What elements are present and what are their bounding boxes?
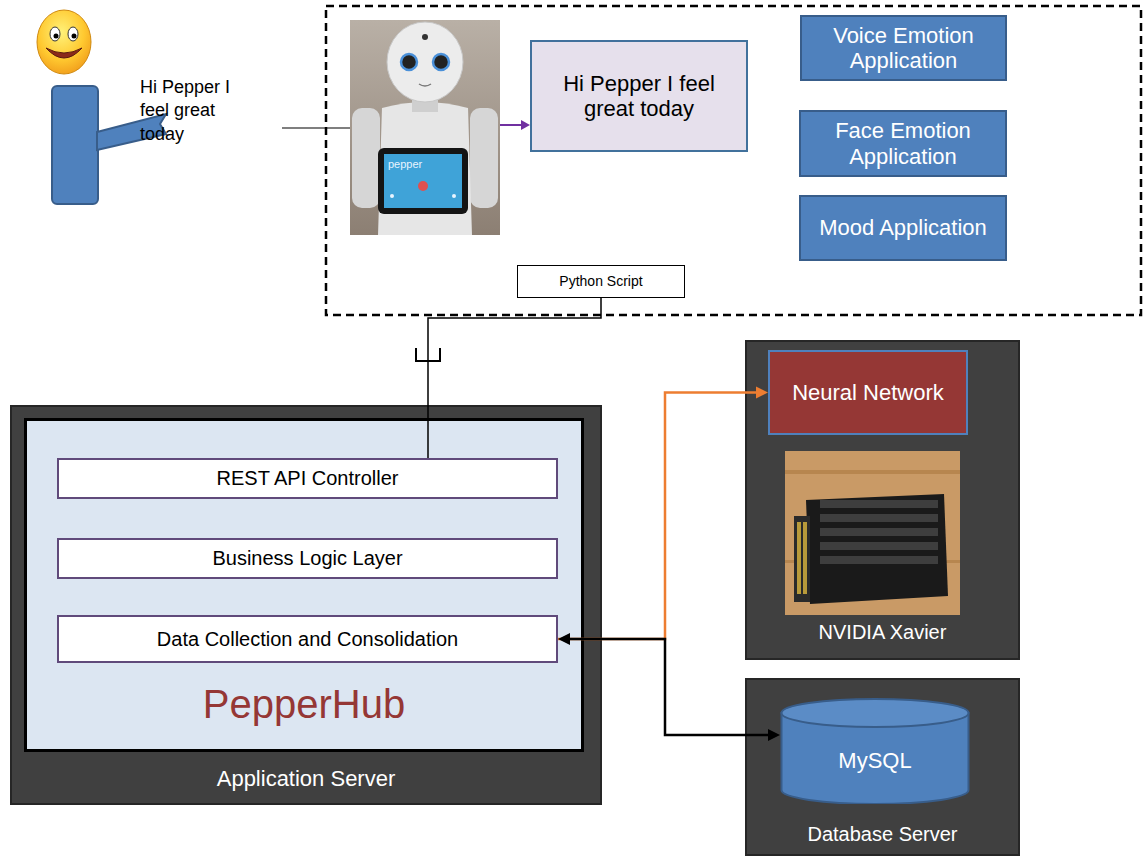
node-text: Business Logic Layer <box>212 547 402 570</box>
node-text: Mood Application <box>819 215 987 240</box>
node-text: PepperHub <box>203 681 405 727</box>
application-box: Mood Application <box>799 195 1007 261</box>
database-cylinder: MySQL <box>780 698 970 804</box>
node-text: NVIDIA Xavier <box>819 621 947 644</box>
pepper-robot-photo <box>350 20 500 235</box>
server-box: Database Server MySQL <box>745 678 1020 856</box>
speech-box: Hi Pepper I feel great today <box>530 40 748 152</box>
node-text: Voice Emotion Application <box>808 23 999 74</box>
network-box: Neural Network <box>768 350 968 435</box>
speech-text: Hi Pepper I feel great today <box>140 76 256 146</box>
layer-box: Business Logic Layer <box>57 538 558 579</box>
arrow-head <box>521 120 530 130</box>
node-text: Face Emotion Application <box>807 118 999 169</box>
server-box: Application Server PepperHub REST API Cont… <box>10 405 602 805</box>
node-text: Python Script <box>559 273 642 289</box>
label-holder: Hi Pepper I feel great today <box>140 76 256 146</box>
node-text: MySQL <box>838 748 911 773</box>
speech-leader <box>282 127 352 128</box>
node-text: Neural Network <box>792 380 944 405</box>
device-box: NVIDIA Xavier Neural Network <box>745 340 1020 660</box>
node-text: Application Server <box>217 766 396 791</box>
node-text: Database Server <box>807 823 957 846</box>
layer-box: Data Collection and Consolidation <box>57 615 558 663</box>
node-text: Hi Pepper I feel great today <box>542 71 736 122</box>
application-box: Voice Emotion Application <box>800 15 1007 81</box>
plug-symbol <box>416 348 440 361</box>
tablet-text: pepper <box>388 157 458 171</box>
dashed-region <box>326 6 1141 315</box>
application-box: Face Emotion Application <box>799 110 1007 177</box>
hub-box: PepperHub REST API ControllerBusiness Log… <box>24 418 584 752</box>
node-text: REST API Controller <box>217 467 399 490</box>
node-text: Data Collection and Consolidation <box>157 628 458 651</box>
label-holder: pepper <box>388 157 458 171</box>
script-box: Python Script <box>517 265 685 298</box>
speech-arrow <box>500 124 522 126</box>
layer-box: REST API Controller <box>57 458 558 499</box>
